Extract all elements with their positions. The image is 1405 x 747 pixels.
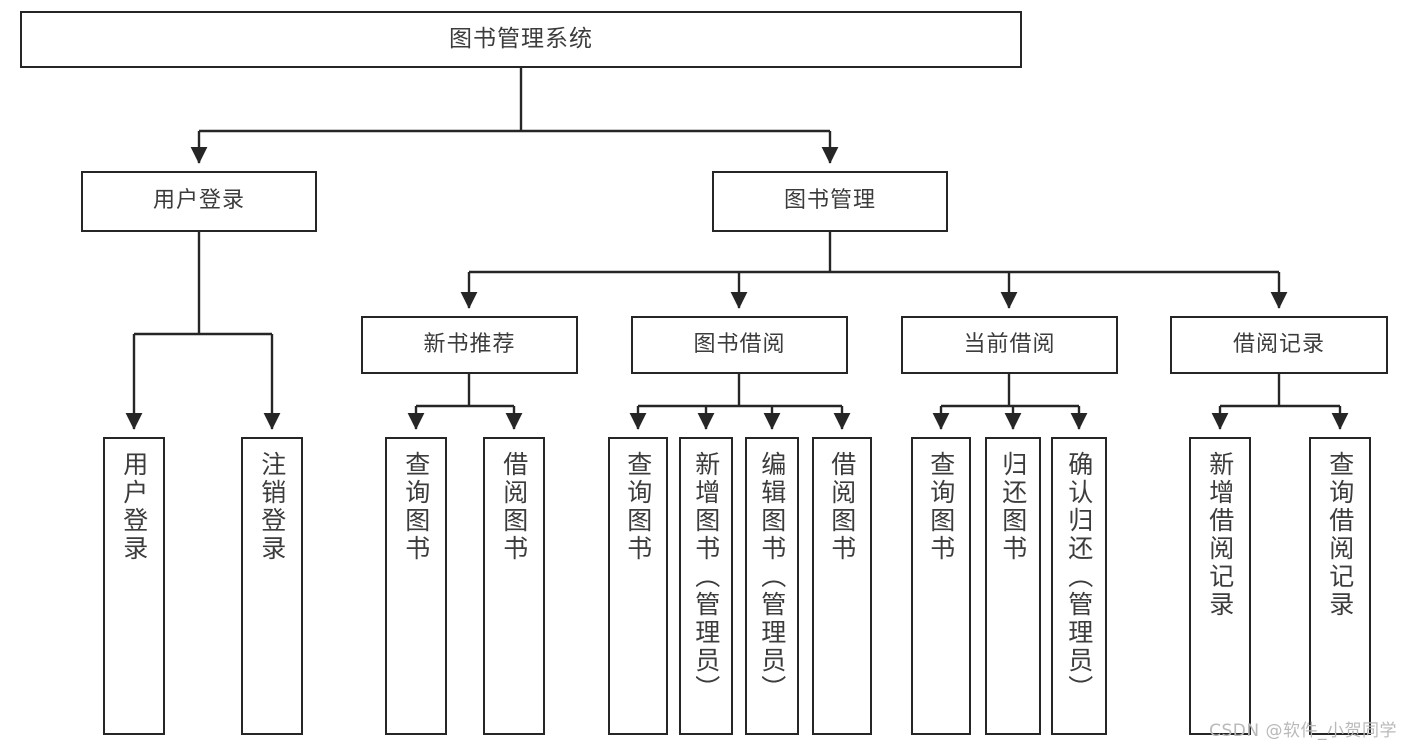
node-leaf-user-login-label: 用户登录	[119, 451, 149, 563]
node-leaf-confirm-return[interactable]: 确认归还（管理员）	[1051, 437, 1107, 735]
node-leaf-query-book-cur[interactable]: 查询图书	[911, 437, 971, 735]
node-root[interactable]: 图书管理系统	[20, 11, 1022, 68]
node-user-login[interactable]: 用户登录	[81, 171, 317, 232]
node-leaf-query-record[interactable]: 查询借阅记录	[1309, 437, 1371, 735]
node-leaf-query-book-rec-label: 查询图书	[401, 451, 431, 563]
node-leaf-borrow-book-rec-label: 借阅图书	[499, 451, 529, 563]
node-leaf-logout-label: 注销登录	[257, 451, 287, 563]
node-book-borrow-label: 图书借阅	[693, 331, 786, 357]
node-leaf-borrow-book-label: 借阅图书	[827, 451, 857, 563]
watermark-text: CSDN @软件_小贺同学	[1209, 721, 1397, 741]
node-book-manage[interactable]: 图书管理	[712, 171, 948, 232]
node-leaf-edit-book[interactable]: 编辑图书（管理员）	[745, 437, 799, 735]
node-new-book-rec-label: 新书推荐	[423, 331, 516, 357]
node-leaf-edit-book-label: 编辑图书（管理员）	[757, 451, 787, 703]
node-borrow-record-label: 借阅记录	[1232, 331, 1325, 357]
node-new-book-rec[interactable]: 新书推荐	[361, 316, 578, 374]
node-leaf-add-record-label: 新增借阅记录	[1205, 451, 1235, 619]
node-book-borrow[interactable]: 图书借阅	[631, 316, 848, 374]
node-user-login-label: 用户登录	[152, 188, 245, 214]
node-current-borrow[interactable]: 当前借阅	[901, 316, 1118, 374]
node-leaf-borrow-book[interactable]: 借阅图书	[812, 437, 872, 735]
node-leaf-logout[interactable]: 注销登录	[241, 437, 303, 735]
node-leaf-confirm-return-label: 确认归还（管理员）	[1064, 451, 1094, 703]
node-leaf-add-book[interactable]: 新增图书（管理员）	[679, 437, 733, 735]
node-leaf-borrow-book-rec[interactable]: 借阅图书	[483, 437, 545, 735]
node-leaf-add-record[interactable]: 新增借阅记录	[1189, 437, 1251, 735]
node-current-borrow-label: 当前借阅	[963, 331, 1056, 357]
node-leaf-add-book-label: 新增图书（管理员）	[691, 451, 721, 703]
node-leaf-query-book-borrow[interactable]: 查询图书	[608, 437, 668, 735]
node-leaf-return-book[interactable]: 归还图书	[985, 437, 1041, 735]
node-leaf-user-login[interactable]: 用户登录	[103, 437, 165, 735]
node-leaf-query-book-cur-label: 查询图书	[926, 451, 956, 563]
node-leaf-query-book-borrow-label: 查询图书	[623, 451, 653, 563]
node-leaf-query-record-label: 查询借阅记录	[1325, 451, 1355, 619]
node-root-label: 图书管理系统	[449, 25, 593, 52]
node-leaf-query-book-rec[interactable]: 查询图书	[385, 437, 447, 735]
node-leaf-return-book-label: 归还图书	[998, 451, 1028, 563]
node-borrow-record[interactable]: 借阅记录	[1170, 316, 1388, 374]
node-book-manage-label: 图书管理	[783, 188, 876, 214]
